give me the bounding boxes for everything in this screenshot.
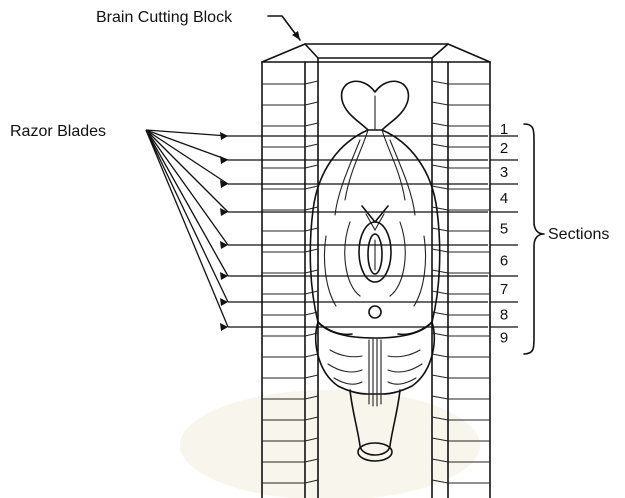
blades-label: Razor Blades xyxy=(10,123,106,140)
block-slot-line xyxy=(305,207,318,210)
block-slot-line xyxy=(305,375,318,378)
block-label: Brain Cutting Block xyxy=(96,9,233,26)
block-leader-arrow xyxy=(292,31,300,40)
section-number: 7 xyxy=(500,281,508,298)
section-number: 4 xyxy=(500,190,508,207)
block-slot-line xyxy=(432,165,448,168)
block-slot-line xyxy=(432,81,448,84)
block-slot-line xyxy=(432,144,448,147)
block-slot-line xyxy=(432,396,448,399)
section-number: 3 xyxy=(500,164,508,181)
block-slot-line xyxy=(432,207,448,210)
block-slot-line xyxy=(305,102,318,105)
section-number: 9 xyxy=(500,330,508,347)
section-number: 2 xyxy=(500,140,508,157)
block-slot-line xyxy=(432,123,448,126)
block-slot-line xyxy=(305,123,318,126)
section-number: 8 xyxy=(500,307,508,324)
block-slot-line xyxy=(432,186,448,189)
block-slot-line xyxy=(305,186,318,189)
razor-blade-pointer xyxy=(146,130,228,276)
block-slot-line xyxy=(432,354,448,357)
block-slot-line xyxy=(305,270,318,273)
block-slot-line xyxy=(305,249,318,252)
section-number: 1 xyxy=(500,121,508,138)
section-scale: 1 2 3 4 5 6 7 8 9 xyxy=(490,121,518,347)
razor-blade-pointer xyxy=(146,130,228,212)
block-slot-line xyxy=(305,291,318,294)
block-slot-line xyxy=(432,375,448,378)
block-slot-line xyxy=(432,291,448,294)
block-slot-line xyxy=(305,165,318,168)
sections-label: Sections xyxy=(548,226,609,243)
block-slot-line xyxy=(305,81,318,84)
block-slot-line xyxy=(305,144,318,147)
block-slot-line xyxy=(305,354,318,357)
block-slot-line xyxy=(432,102,448,105)
block-slot-line xyxy=(432,228,448,231)
razor-blade-arrowhead xyxy=(220,208,228,216)
section-number: 6 xyxy=(500,253,508,270)
razor-blade-arrowhead xyxy=(220,156,228,164)
section-number: 5 xyxy=(500,221,508,238)
razor-blade-arrowhead xyxy=(220,132,228,140)
sections-brace xyxy=(524,124,544,354)
watermark xyxy=(180,390,480,498)
